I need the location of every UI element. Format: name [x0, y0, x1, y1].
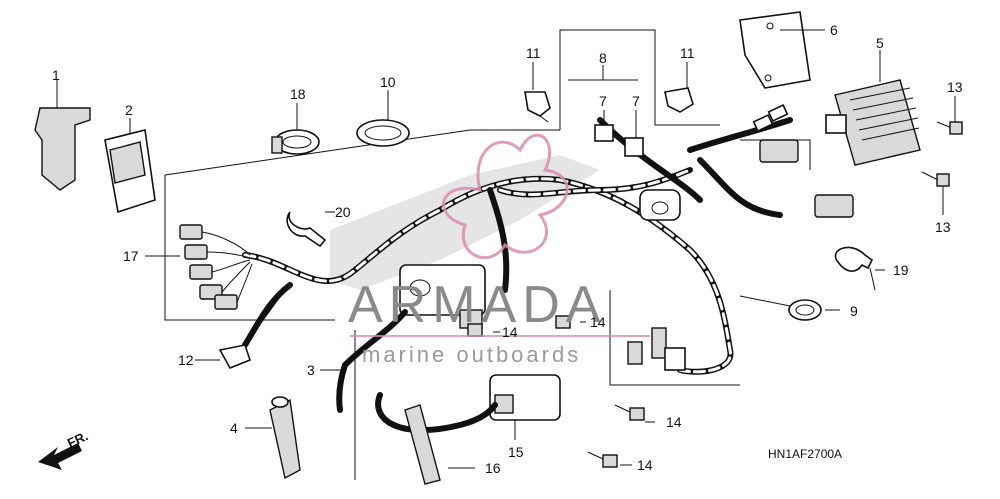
callout-17: 17: [123, 248, 139, 264]
part-18-clamp: [271, 103, 320, 155]
callout-11-right: 11: [680, 45, 695, 61]
shaded-area: [330, 155, 600, 290]
part-2-relay: [104, 118, 156, 214]
leader-lines: [170, 65, 885, 469]
front-direction-arrow: FR.: [38, 428, 90, 470]
part-17-connectors: [145, 224, 253, 310]
callout-14-b: 14: [590, 314, 606, 330]
part-7-relay-left: [594, 110, 614, 142]
watermark-brand: ARMADA: [348, 276, 606, 334]
part-10-band: [356, 90, 410, 147]
callout-14-a: 14: [502, 324, 518, 340]
callout-5: 5: [876, 35, 884, 51]
part-11-clip-right: [664, 62, 694, 113]
callout-20: 20: [335, 204, 351, 220]
watermark-logo: [442, 133, 569, 259]
callout-numbers: 1 2 3 4 5 6 7 7 8 9 10 11 11 12 13 13 14…: [52, 22, 963, 476]
callout-7-right: 7: [632, 93, 640, 109]
part-6-cover: [739, 11, 825, 89]
callout-2: 2: [125, 102, 133, 118]
callout-13-lower: 13: [935, 219, 951, 235]
ignition-coil-lower: [375, 374, 561, 485]
part-11-clip-left: [524, 62, 551, 123]
part-14-bolt-c: [614, 404, 645, 421]
watermark: ARMADA marine outboards: [348, 133, 650, 367]
callout-19: 19: [893, 262, 909, 278]
callout-18: 18: [290, 86, 306, 102]
part-7-relay-right: [624, 110, 644, 157]
callout-9: 9: [850, 303, 858, 319]
callout-8: 8: [599, 50, 607, 66]
callout-11-left: 11: [526, 45, 541, 61]
callout-6: 6: [830, 22, 838, 38]
part-1-boot: [34, 80, 91, 191]
callout-4: 4: [230, 420, 238, 436]
diagram-code: HN1AF2700A: [768, 447, 842, 461]
part-9-band: [788, 299, 822, 321]
callout-12: 12: [178, 352, 194, 368]
main-harness: [242, 117, 793, 375]
callout-10: 10: [380, 74, 396, 90]
callout-16: 16: [485, 460, 501, 476]
callout-13-upper: 13: [947, 79, 963, 95]
part-13-bolt-lower: [921, 171, 950, 215]
callout-15: 15: [508, 444, 524, 460]
callout-14-c: 14: [666, 414, 682, 430]
part-14-bolt-d: [587, 451, 618, 468]
part-5-regulator: [825, 50, 921, 166]
part-4-plug-cap: [269, 396, 301, 480]
callout-7-left: 7: [599, 93, 607, 109]
part-20-tie: [286, 211, 335, 248]
part-14-bolt-b: [555, 315, 571, 329]
part-12-clip: [218, 344, 251, 370]
callout-3: 3: [307, 362, 315, 378]
part-13-bolt-upper: [936, 96, 963, 135]
callout-1: 1: [52, 67, 60, 83]
watermark-tagline: marine outboards: [362, 342, 581, 367]
lower-right-connectors: [627, 327, 686, 371]
part-19-clamp: [834, 246, 876, 291]
front-label: FR.: [65, 428, 90, 450]
harness-connectors-right: [639, 104, 854, 221]
callout-14-d: 14: [637, 457, 653, 473]
